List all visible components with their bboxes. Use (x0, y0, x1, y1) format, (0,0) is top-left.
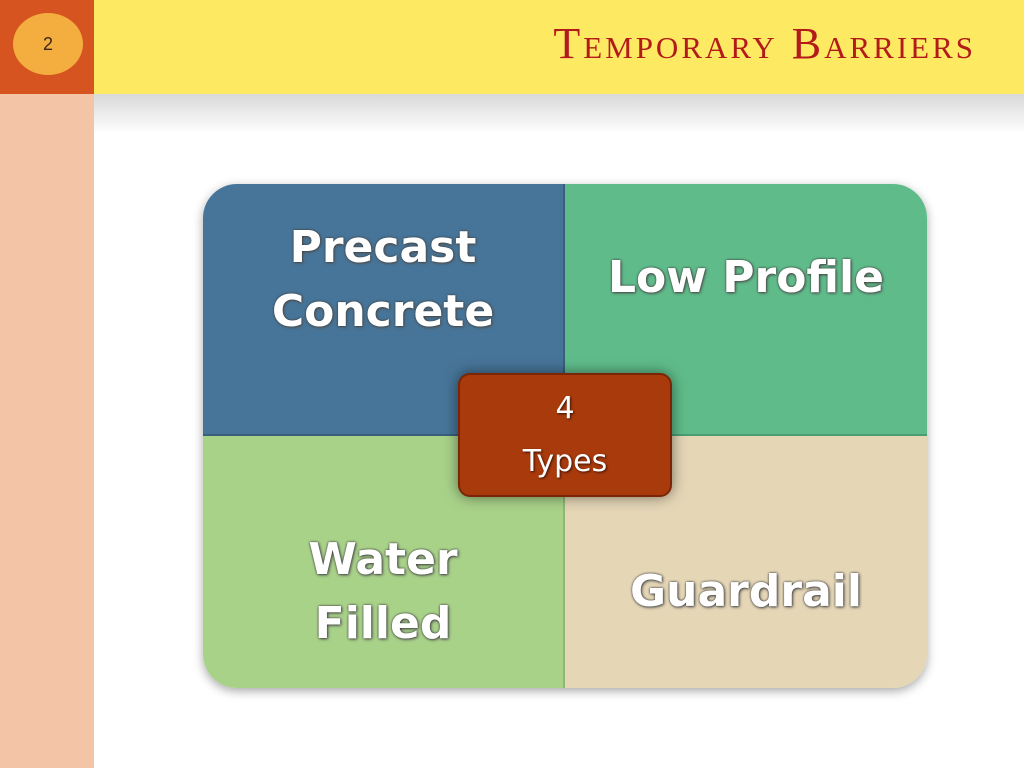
side-accent-bar (0, 94, 94, 768)
title-bar: Temporary Barriers (94, 0, 1024, 94)
quadrant-label: Low Profile (608, 252, 884, 303)
title-bar-shadow (94, 94, 1024, 134)
slide-number-badge: 2 (13, 13, 83, 75)
quadrant-precast-concrete: Precast Concrete (203, 184, 565, 436)
barrier-types-matrix: Precast Concrete Low Profile Water Fille… (203, 184, 927, 688)
quadrant-label: Precast Concrete (271, 222, 495, 337)
center-types-box: 4 Types (458, 373, 672, 497)
center-count: 4 (555, 391, 575, 426)
quadrant-label: Water Filled (308, 534, 458, 649)
center-label: Types (522, 444, 608, 479)
quadrant-low-profile: Low Profile (565, 184, 927, 436)
slide-number-corner: 2 (0, 0, 94, 94)
slide-title: Temporary Barriers (553, 19, 976, 68)
quadrant-label: Guardrail (630, 566, 862, 617)
